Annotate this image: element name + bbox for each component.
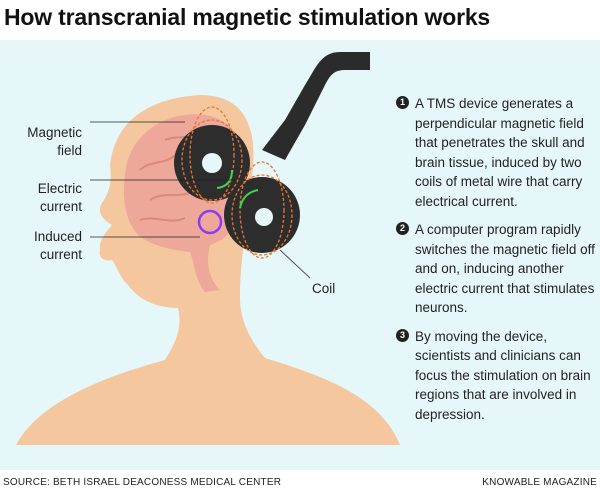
page-title: How transcranial magnetic stimulation wo… xyxy=(4,4,491,30)
step-text: By moving the device, scientists and cli… xyxy=(415,328,591,422)
step-1: 1 A TMS device generates a perpendicular… xyxy=(396,94,596,211)
induced-current-ring xyxy=(197,209,223,235)
device-cable xyxy=(262,52,370,160)
label-induced-current: Induced current xyxy=(33,229,82,262)
tms-illustration xyxy=(16,52,400,445)
leader-lines xyxy=(90,121,311,279)
current-arrow xyxy=(239,189,259,209)
step-number-badge: 2 xyxy=(396,222,409,235)
label-electric-current: Electric current xyxy=(37,181,82,214)
step-text: A TMS device generates a perpendicular m… xyxy=(415,96,585,209)
source-credit: SOURCE: BETH ISRAEL DEACONESS MEDICAL CE… xyxy=(3,477,282,488)
step-number-badge: 3 xyxy=(396,328,409,342)
coil-left-hole xyxy=(202,153,222,173)
step-3: 3 By moving the device, scientists and c… xyxy=(396,327,596,425)
current-arrow xyxy=(216,169,233,189)
step-number-badge: 1 xyxy=(396,96,409,109)
coil-right-hole xyxy=(255,208,273,226)
publisher-credit: KNOWABLE MAGAZINE xyxy=(482,477,597,488)
label-coil: Coil xyxy=(312,281,336,296)
label-magnetic-field: Magnetic field xyxy=(27,125,82,158)
magnetic-field-lines xyxy=(181,106,293,259)
step-2: 2 A computer program rapidly switches th… xyxy=(396,220,596,318)
steps-list: 1 A TMS device generates a perpendicular… xyxy=(396,94,596,433)
coil-device xyxy=(174,52,370,259)
step-text: A computer program rapidly switches the … xyxy=(415,222,595,315)
